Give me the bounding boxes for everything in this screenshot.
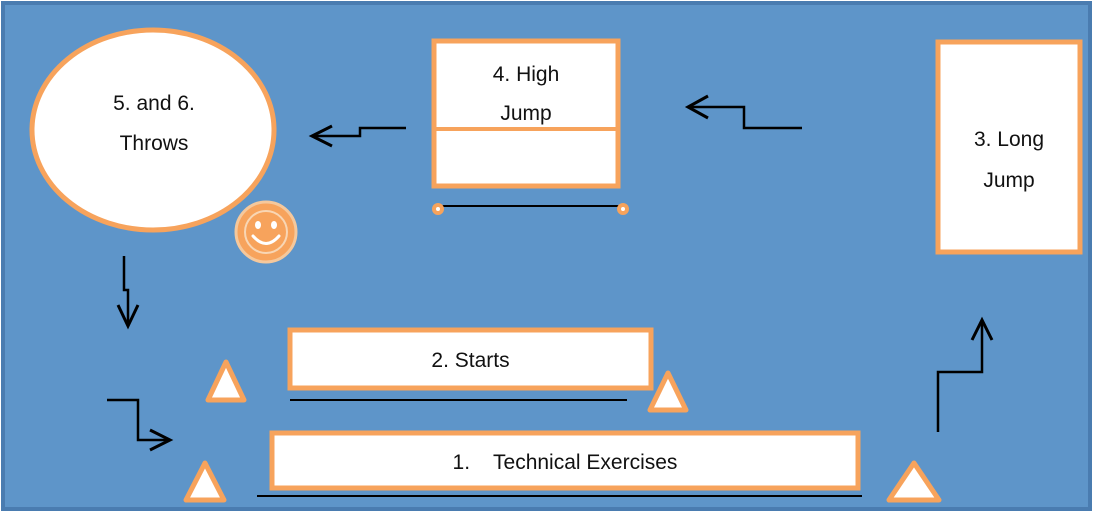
arrow-icon [684,94,802,130]
cone-icon [647,370,689,413]
label-high-jump-line1: 4. High [492,63,560,86]
label-high-jump-line2: Jump [500,102,552,125]
label-long-jump-line2: Jump [983,169,1035,192]
arrow-icon [936,316,994,432]
label-technical-exercises: 1. Technical Exercises [452,451,678,474]
smiley-icon [234,200,298,264]
label-long-jump-line1: 3. Long [973,128,1045,151]
cone-icon [205,359,247,403]
arrow-icon [107,398,174,452]
station-starts [287,327,654,391]
cone-icon [183,460,227,503]
station-high-jump [431,38,621,189]
arrow-icon [116,256,140,330]
station-long-jump [935,39,1083,255]
arrow-icon [308,124,406,148]
station-technical-exercises [269,430,861,491]
rake-icon [432,203,629,215]
label-throws-line2: Throws [119,132,189,155]
station-throws [29,27,277,233]
cone-icon [886,460,942,503]
label-throws-line1: 5. and 6. [113,92,195,115]
label-starts: 2. Starts [431,349,510,372]
